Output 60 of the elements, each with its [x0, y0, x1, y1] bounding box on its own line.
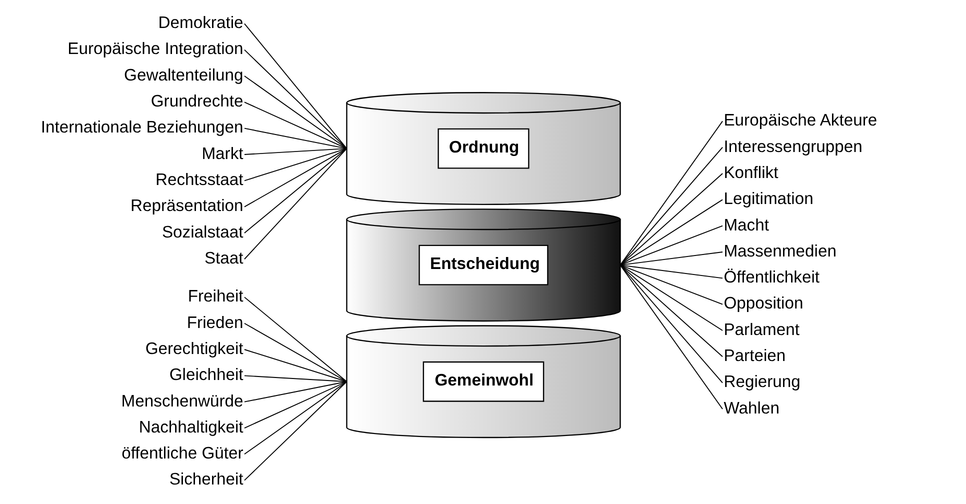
connector [619, 199, 722, 266]
node-text: Demokratie [158, 13, 243, 32]
node-text: Opposition [723, 294, 803, 313]
node-text: Menschenwürde [120, 391, 243, 410]
node-text: Parlament [723, 320, 800, 339]
connector [244, 381, 347, 481]
node-text: Markt [201, 144, 243, 163]
node-text: Massenmedien [723, 241, 836, 260]
node-text: Europäische Akteure [723, 110, 877, 130]
connector [244, 148, 347, 182]
node-text: Regierung [723, 372, 800, 392]
node-text: Grundrechte [150, 92, 243, 111]
connector [244, 296, 347, 382]
connector [244, 49, 347, 150]
connector [244, 381, 347, 428]
node-text: Parteien [723, 346, 786, 366]
node-text: Konflikt [723, 162, 778, 182]
connector [619, 264, 722, 358]
node-text: Macht [723, 215, 769, 234]
node-text: Legitimation [723, 189, 813, 208]
connector [619, 264, 722, 279]
connector [244, 148, 347, 234]
connector [244, 148, 347, 260]
node-text: Repräsentation [130, 196, 243, 216]
node-text: Nachhaltigkeit [138, 417, 243, 436]
connector [244, 76, 347, 150]
connector [619, 120, 722, 266]
connector [619, 264, 722, 384]
connector [244, 322, 347, 382]
node-text: Sozialstaat [161, 222, 243, 242]
connector [244, 375, 347, 382]
node-text: Freiheit [187, 286, 243, 306]
connector [619, 264, 722, 305]
connector [244, 381, 347, 455]
connector [244, 128, 347, 150]
connector [244, 349, 347, 382]
connector [244, 23, 347, 150]
connector [619, 252, 722, 266]
connector [619, 173, 722, 266]
connector [244, 148, 347, 208]
connector [619, 264, 722, 410]
node-text: Gewaltenteilung [124, 65, 243, 84]
node-text: Wahlen [723, 398, 779, 418]
node-text: Sicherheit [168, 470, 243, 489]
node-text: Staat [204, 248, 243, 268]
connector [244, 381, 347, 402]
connector [244, 102, 347, 150]
node-text: Gerechtigkeit [144, 338, 243, 358]
node-text: Gleichheit [168, 365, 243, 384]
node-text: Rechtsstaat [154, 170, 243, 190]
connector [619, 264, 722, 331]
node-text: Interessengruppen [723, 136, 862, 156]
node-text: Frieden [186, 312, 243, 332]
node-text: Internationale Beziehungen [40, 118, 243, 137]
connector [244, 148, 347, 155]
node-text: Öffentlichkeit [723, 268, 820, 287]
node-text: öffentliche Güter [121, 444, 243, 463]
connector [619, 225, 722, 266]
connector [619, 146, 722, 266]
node-text: Europäische Integration [67, 39, 243, 58]
